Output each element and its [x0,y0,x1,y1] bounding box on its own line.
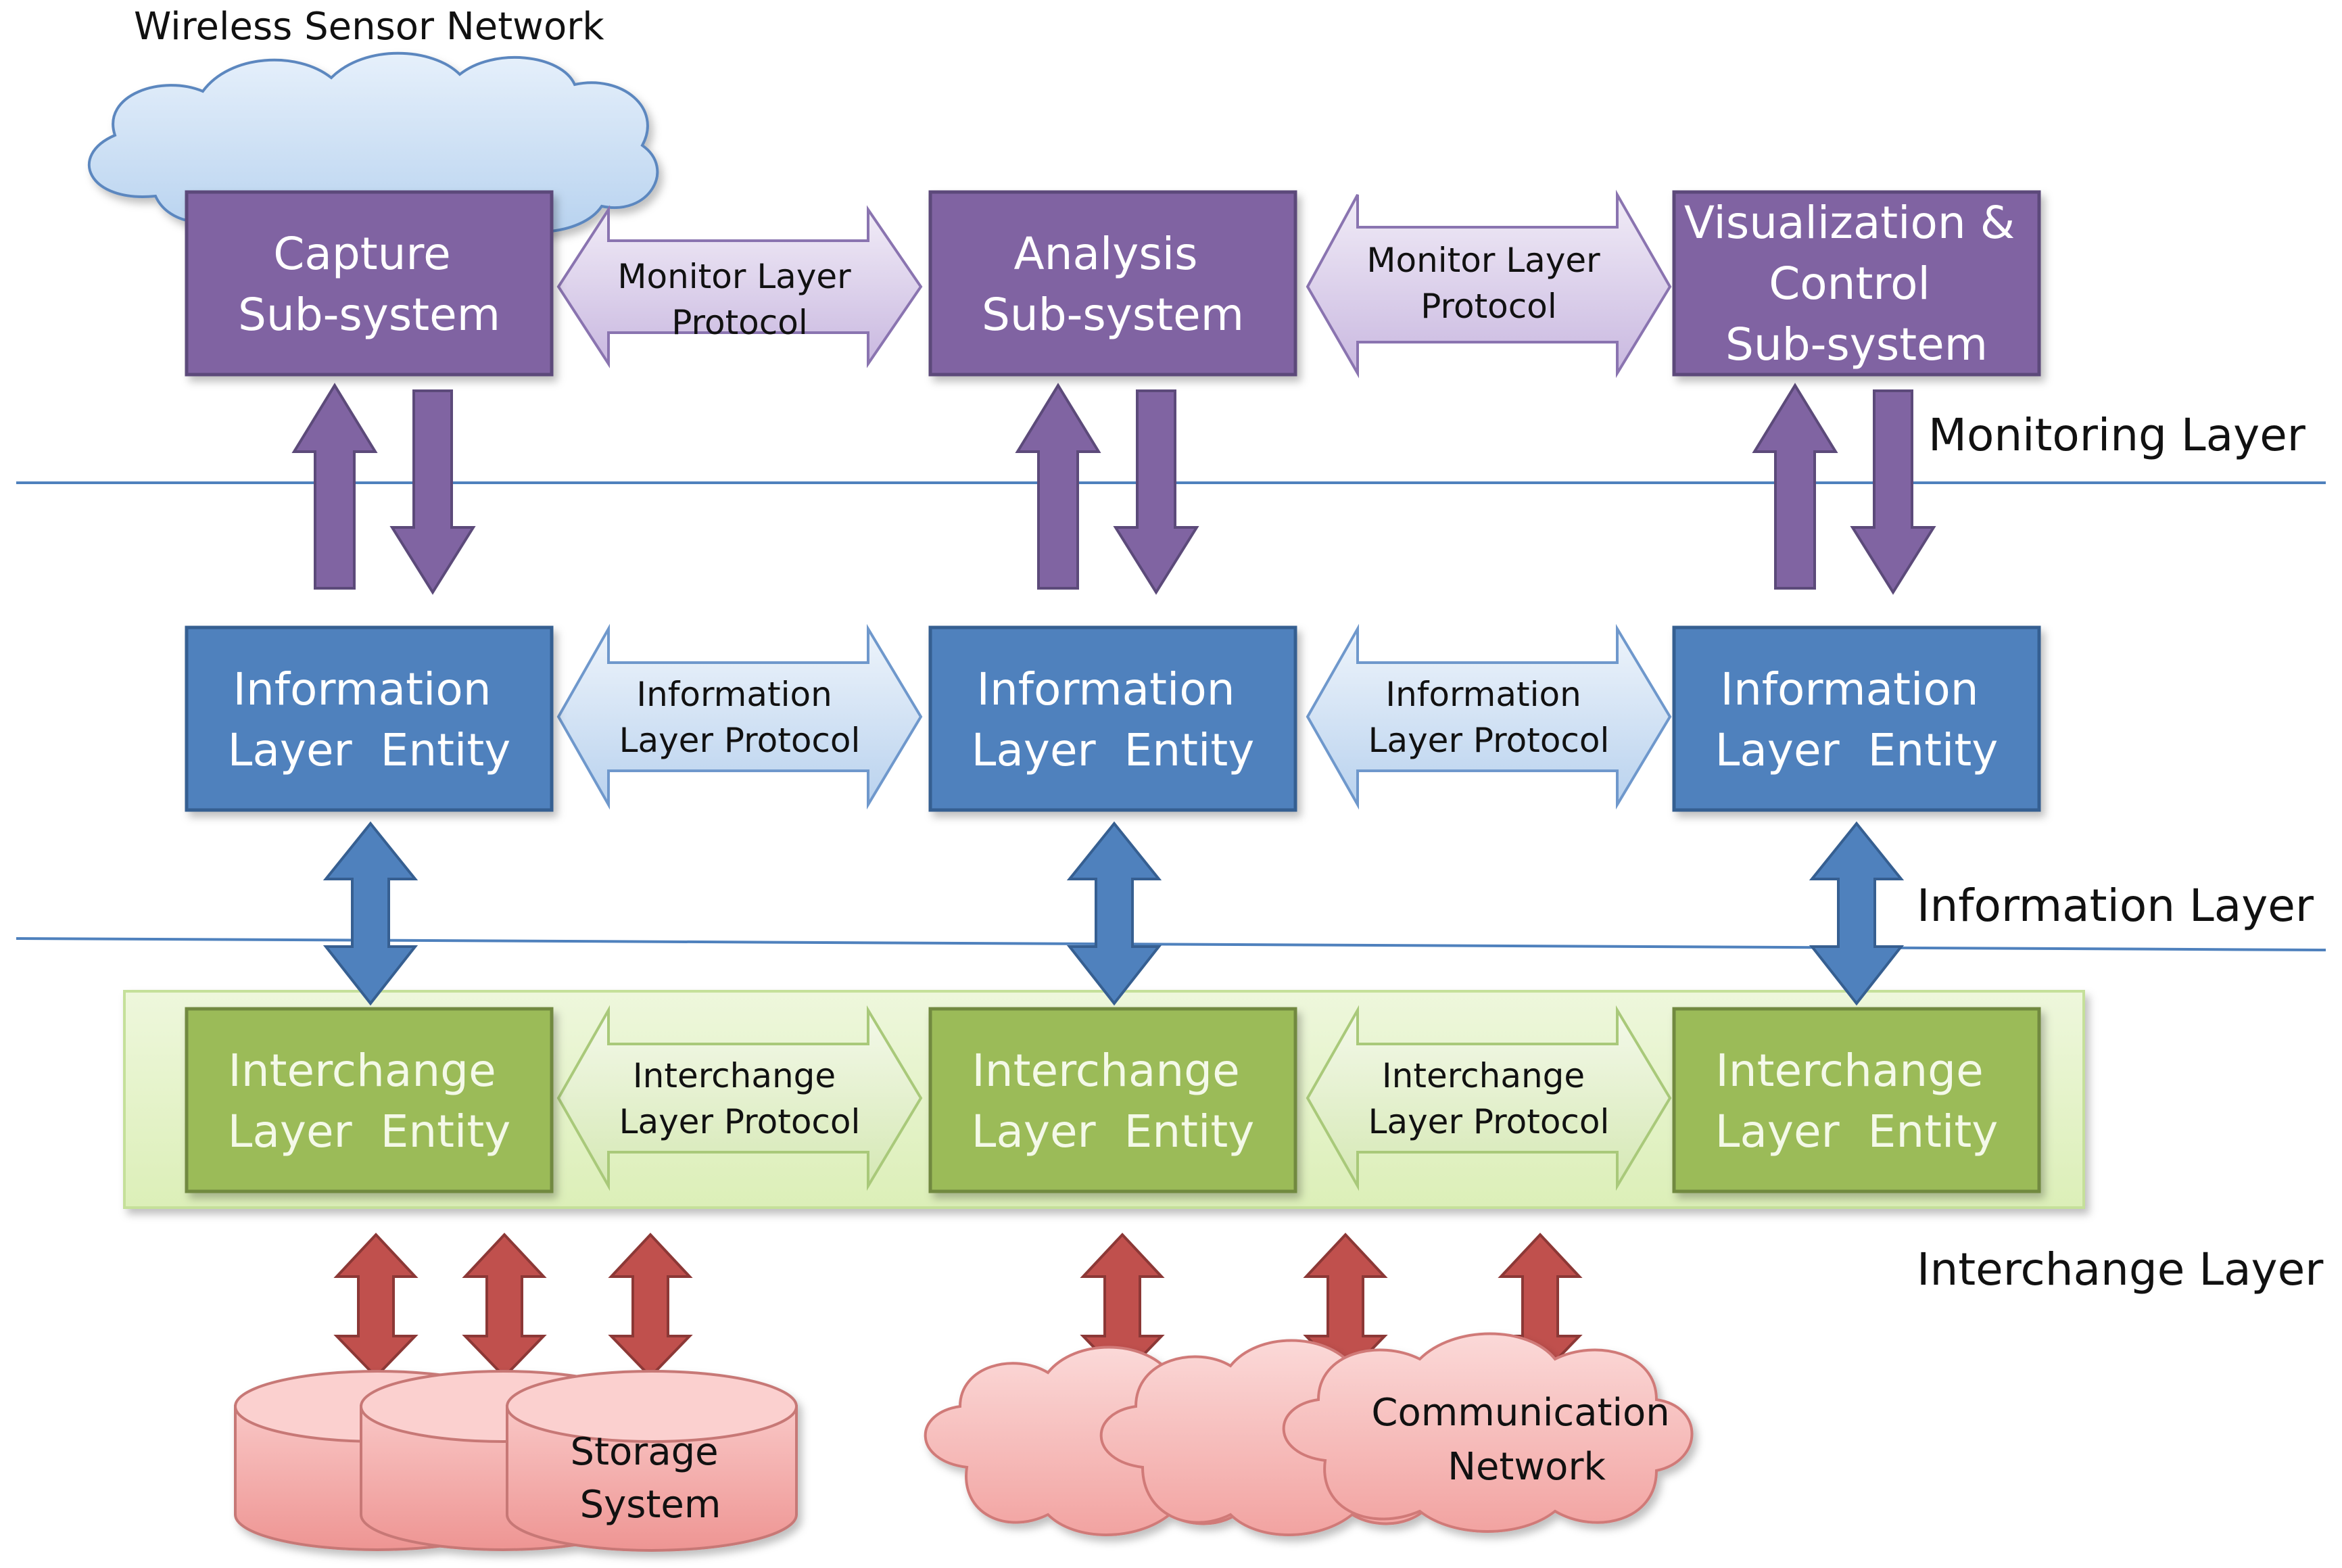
monitoring-layer-label: Monitoring Layer [1928,409,2306,461]
down-arrow-analysis [1113,389,1199,595]
communication-network-label: Communication Network [1371,1391,1681,1489]
interchange-protocol-arrows [556,1005,1672,1191]
double-arrow-col2 [1066,821,1162,1006]
information-entity-box-1 [185,625,554,812]
storage-arrow-2 [462,1233,547,1379]
information-protocol-arrow-1 [556,623,923,810]
monitor-protocol-arrow-2 [1306,189,1672,379]
monitor-protocol-label-1: Monitor Layer Protocol [617,257,861,342]
capture-subsystem-label: Capture Sub-system [238,228,500,341]
double-arrow-col1 [322,821,419,1006]
information-layer-divider [16,937,2326,951]
storage-cylinder-3 [506,1370,798,1552]
monitor-protocol-arrow-1 [556,205,923,369]
information-entities [185,625,2041,812]
double-arrow-col3 [1809,821,1905,1006]
down-arrow-visualization [1850,389,1936,595]
information-protocol-arrow-2 [1306,623,1672,810]
storage-arrow-1 [333,1233,419,1379]
monitor-protocol-arrows [556,189,1672,379]
interchange-entity-box-2 [928,1007,1297,1193]
information-protocol-arrows [556,623,1672,810]
information-entity-label-2: Information Layer Entity [972,663,1255,776]
visualization-control-subsystem-label: Visualization & Control Sub-system [1684,197,2029,371]
interchange-entity-box-3 [1672,1007,2041,1193]
monitoring-entities [185,190,2041,377]
information-entity-box-3 [1672,625,2041,812]
communication-network-clouds [924,1332,1694,1536]
interchange-entity-box-1 [185,1007,554,1193]
down-arrow-capture [389,389,476,595]
interchange-protocol-arrow-1 [556,1005,923,1191]
wireless-sensor-network-title: Wireless Sensor Network [134,5,604,49]
up-arrow-analysis [1015,383,1101,590]
interchange-entities [185,1007,2041,1193]
analysis-subsystem-label: Analysis Sub-system [982,228,1244,341]
capture-subsystem-box [185,190,554,377]
storage-system [234,1370,798,1552]
interchange-layer-label: Interchange Layer [1917,1243,2324,1296]
information-entity-label-1: Information Layer Entity [228,663,511,776]
monitor-protocol-label-2: Monitor Layer Protocol [1366,241,1610,326]
storage-arrow-3 [608,1233,693,1379]
interchange-protocol-label-1: Interchange Layer Protocol [619,1056,861,1141]
analysis-subsystem-box [928,190,1297,377]
information-interchange-arrows [322,821,1905,1006]
information-entity-box-2 [928,625,1297,812]
information-protocol-label-2: Information Layer Protocol [1368,675,1610,760]
up-arrow-capture [291,383,378,590]
information-layer-label: Information Layer [1917,880,2314,932]
interchange-protocol-arrow-2 [1306,1005,1672,1191]
network-cloud-3 [1282,1332,1694,1533]
up-arrow-visualization [1752,383,1838,590]
monitoring-information-arrows [291,383,1936,595]
information-protocol-label-1: Information Layer Protocol [619,675,861,760]
interchange-protocol-label-2: Interchange Layer Protocol [1368,1056,1610,1141]
interchange-entity-label-2: Interchange Layer Entity [972,1045,1255,1158]
interchange-entity-label-1: Interchange Layer Entity [228,1045,511,1158]
storage-system-label: Storage System [571,1430,731,1527]
storage-network-arrows [333,1233,1583,1379]
interchange-entity-label-3: Interchange Layer Entity [1715,1045,1999,1158]
information-entity-label-3: Information Layer Entity [1715,663,1999,776]
visualization-control-subsystem-box [1672,190,2041,377]
